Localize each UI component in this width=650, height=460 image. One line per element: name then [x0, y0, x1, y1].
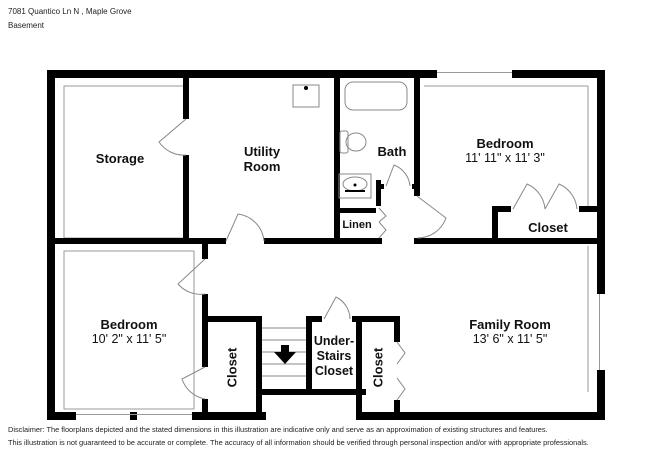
- room-bedroom1: Bedroom 11' 11" x 11' 3": [450, 136, 560, 166]
- room-closet-family: Closet: [370, 347, 386, 388]
- room-family: Family Room 13' 6" x 11' 5": [440, 317, 580, 347]
- bedroom2-name: Bedroom: [100, 317, 158, 332]
- utility-line2: Room: [243, 159, 281, 174]
- utility-door: [225, 213, 265, 242]
- disclaimer-line2: This illustration is not guaranteed to b…: [8, 438, 589, 447]
- storage-door: [158, 118, 187, 156]
- room-closet-bedroom2: Closet: [224, 347, 240, 388]
- bedroom2-outline: [63, 250, 195, 410]
- family-dimensions: 13' 6" x 11' 5": [472, 332, 548, 346]
- address: 7081 Quantico Ln N , Maple Grove: [8, 7, 132, 16]
- room-bath: Bath: [377, 144, 407, 159]
- bedroom2-dimensions: 10' 2" x 11' 5": [91, 332, 167, 346]
- room-storage: Storage: [95, 151, 145, 166]
- disclaimer-line1: Disclaimer: The floorplans depicted and …: [8, 425, 548, 434]
- utility-line1: Utility: [243, 144, 281, 159]
- understairs-line3: Closet: [314, 364, 354, 378]
- level-label: Basement: [8, 21, 45, 30]
- room-utility: Utility Room: [222, 144, 302, 174]
- room-closet-bedroom1: Closet: [528, 220, 568, 235]
- understairs-line1: Under-: [313, 334, 355, 348]
- down-arrow-icon: [281, 345, 289, 355]
- room-linen: Linen: [342, 219, 372, 231]
- bedroom1-dimensions: 11' 11" x 11' 3": [465, 151, 545, 165]
- room-understairs-closet: Under- Stairs Closet: [312, 334, 356, 379]
- understairs-line2: Stairs: [316, 349, 352, 363]
- room-bedroom2: Bedroom 10' 2" x 11' 5": [74, 317, 184, 347]
- bedroom1-name: Bedroom: [476, 136, 534, 151]
- family-name: Family Room: [469, 317, 551, 332]
